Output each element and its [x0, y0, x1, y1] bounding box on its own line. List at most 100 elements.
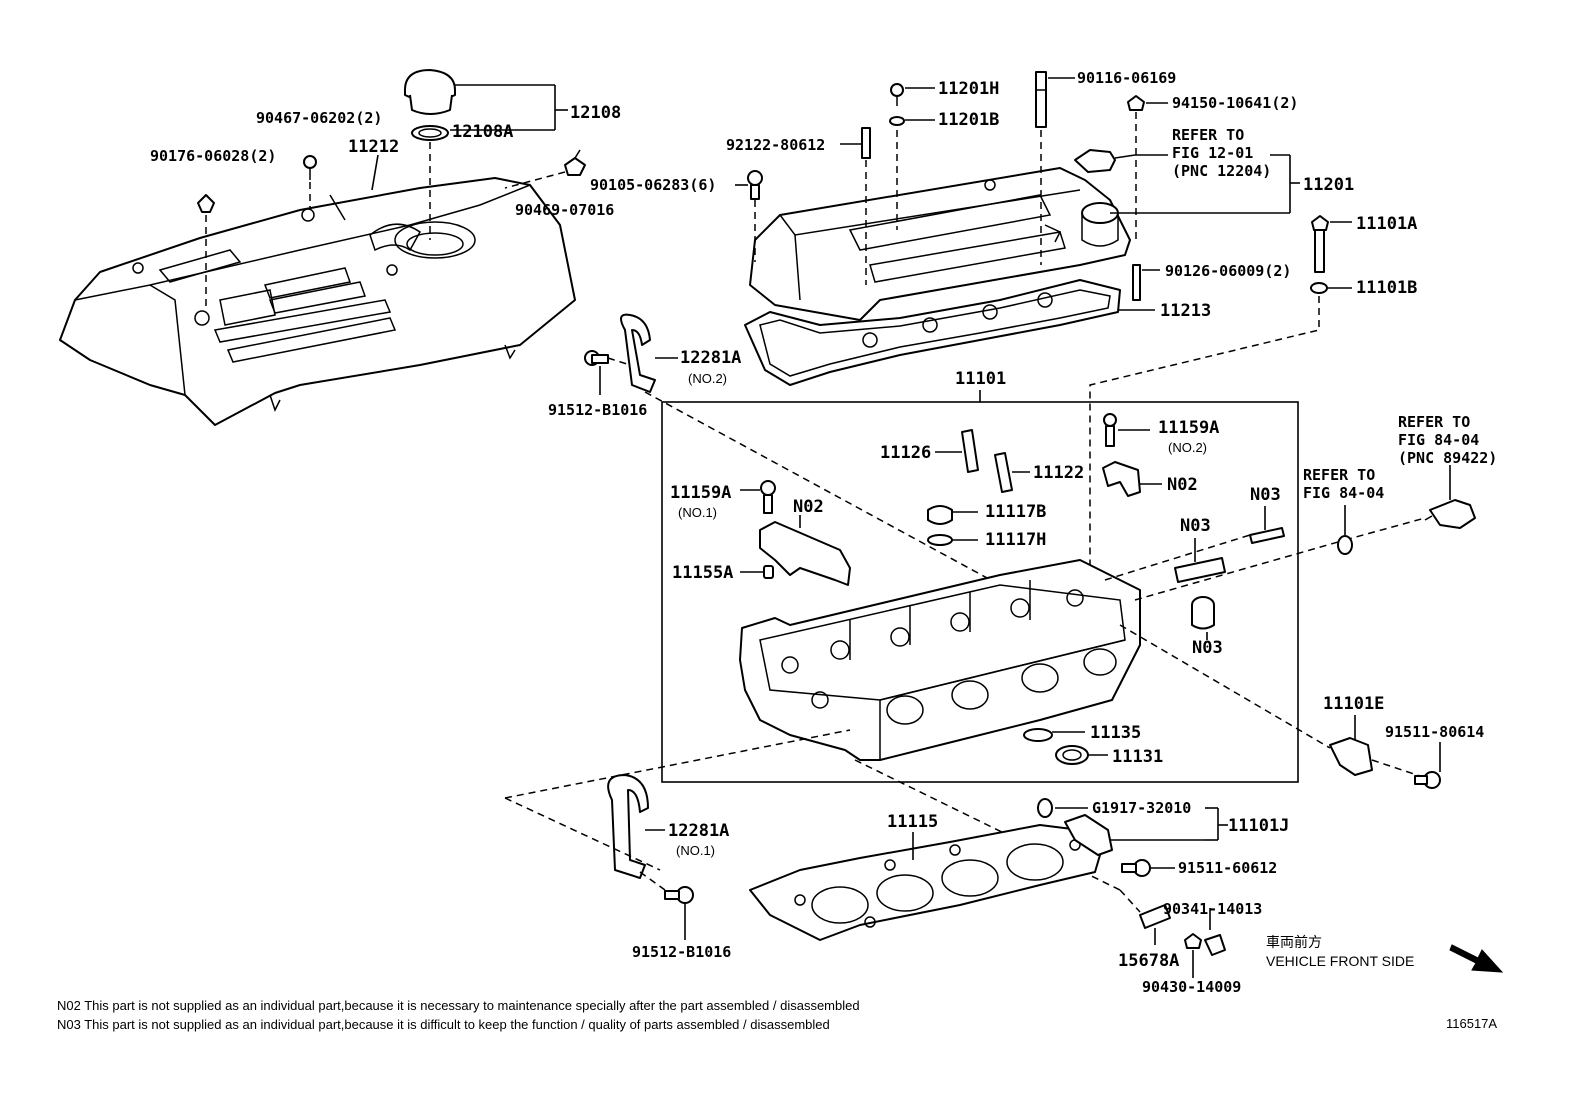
seal-11131[interactable]	[1055, 745, 1089, 765]
label-11159a-no2: 11159A	[1158, 418, 1219, 438]
figure-id: 116517A	[1446, 1016, 1498, 1031]
label-11117h: 11117H	[985, 530, 1046, 550]
label-90176: 90176-06028(2)	[150, 147, 276, 165]
note-n02: N02 This part is not supplied as an indi…	[57, 998, 860, 1013]
engine-hanger-12281a-no1[interactable]	[607, 774, 649, 879]
label-90467: 90467-06202(2)	[256, 109, 382, 127]
nut-90176[interactable]	[197, 194, 215, 213]
label-12108: 12108	[570, 103, 621, 123]
label-11155a: 11155A	[672, 563, 733, 583]
cap-n02-left[interactable]	[759, 521, 851, 586]
o-ring-g1917[interactable]	[1037, 798, 1053, 818]
label-ref84b-line1: REFER TO	[1303, 466, 1375, 484]
label-12281a-no2: 12281A	[680, 348, 741, 368]
label-11135: 11135	[1090, 723, 1141, 743]
bolt-91512-bot[interactable]	[664, 886, 694, 904]
label-12281a-no2-sub: (NO.2)	[688, 371, 727, 386]
stud-90126[interactable]	[1132, 264, 1141, 301]
bolt-11201h[interactable]	[890, 83, 904, 106]
cylinder-head-11101[interactable]	[739, 559, 1141, 761]
label-11117b: 11117B	[985, 502, 1046, 522]
label-11101j: 11101J	[1228, 816, 1289, 836]
sensor-11101e[interactable]	[1329, 737, 1373, 776]
label-11101a: 11101A	[1356, 214, 1417, 234]
label-n03-a: N03	[1250, 485, 1281, 505]
label-11201: 11201	[1303, 175, 1354, 195]
label-vehicle-front-en: VEHICLE FRONT SIDE	[1266, 953, 1414, 969]
vehicle-front-arrow-icon	[1449, 944, 1504, 973]
grommet-11201b[interactable]	[889, 116, 905, 126]
label-12281a-no1: 12281A	[668, 821, 729, 841]
label-n03-b: N03	[1180, 516, 1211, 536]
note-n03: N03 This part is not supplied as an indi…	[57, 1017, 830, 1032]
label-11159a-no1: 11159A	[670, 483, 731, 503]
label-90116: 90116-06169	[1077, 69, 1176, 87]
label-91512-top: 91512-B1016	[548, 401, 647, 419]
bolt-91512-top[interactable]	[584, 350, 609, 366]
washer-fig84-04[interactable]	[1337, 535, 1353, 555]
head-gasket-11115[interactable]	[749, 824, 1101, 941]
label-91511-80614: 91511-80614	[1385, 723, 1484, 741]
bolt-15678a[interactable]	[1139, 904, 1171, 929]
engine-hanger-12281a-no2[interactable]	[620, 313, 656, 393]
label-ref84a-line1: REFER TO	[1398, 413, 1470, 431]
label-11213: 11213	[1160, 301, 1211, 321]
label-11201b: 11201B	[938, 110, 999, 130]
label-11122: 11122	[1033, 463, 1084, 483]
label-11101b: 11101B	[1356, 278, 1417, 298]
label-15678a: 15678A	[1118, 951, 1179, 971]
washer-11101b[interactable]	[1310, 282, 1328, 294]
label-ref84a-line3: (PNC 89422)	[1398, 449, 1497, 467]
stud-90116[interactable]	[1035, 71, 1047, 128]
label-90105: 90105-06283(6)	[590, 176, 716, 194]
label-n02-right: N02	[1167, 475, 1198, 495]
label-ref12-line3: (PNC 12204)	[1172, 162, 1271, 180]
bushing-n03-c[interactable]	[1191, 596, 1215, 630]
engine-cover-11212[interactable]	[59, 177, 576, 426]
label-90126: 90126-06009(2)	[1165, 262, 1291, 280]
bolt-90467[interactable]	[303, 155, 317, 180]
label-ref84a-line2: FIG 84-04	[1398, 431, 1479, 449]
label-11212: 11212	[348, 137, 399, 157]
bolt-11101a[interactable]	[1311, 215, 1329, 273]
guide-11122[interactable]	[994, 452, 1013, 493]
label-ref12-line1: REFER TO	[1172, 126, 1244, 144]
cap-n02-right[interactable]	[1102, 461, 1141, 497]
oil-filler-cap-12108[interactable]	[404, 69, 456, 141]
pcv-valve[interactable]	[1074, 149, 1136, 173]
nut-90430[interactable]	[1184, 933, 1202, 949]
bolt-11159a-no1[interactable]	[760, 480, 776, 514]
label-11101e: 11101E	[1323, 694, 1384, 714]
label-11159a-no2-sub: (NO.2)	[1168, 440, 1207, 455]
seal-11117b[interactable]	[927, 505, 953, 525]
label-11201h: 11201H	[938, 79, 999, 99]
guide-11126[interactable]	[961, 429, 979, 473]
label-92122: 92122-80612	[726, 136, 825, 154]
label-12108a: 12108A	[452, 122, 513, 142]
bolt-91511-60612[interactable]	[1121, 859, 1151, 877]
gasket-11213[interactable]	[744, 279, 1121, 386]
sensor-fig84-04-89422[interactable]	[1424, 499, 1476, 529]
pin-11155a[interactable]	[763, 565, 774, 579]
gasket-11117h[interactable]	[927, 534, 953, 546]
gasket-11135[interactable]	[1023, 728, 1053, 742]
bolt-90105[interactable]	[747, 170, 763, 200]
label-91511-60612: 91511-60612	[1178, 859, 1277, 877]
label-90341: 90341-14013	[1163, 900, 1262, 918]
label-11126: 11126	[880, 443, 931, 463]
clip-90469[interactable]	[564, 149, 586, 176]
label-11115: 11115	[887, 812, 938, 832]
pin-n03-a[interactable]	[1249, 527, 1285, 544]
label-11159a-no1-sub: (NO.1)	[678, 505, 717, 520]
bolt-11159a-no2[interactable]	[1103, 413, 1117, 447]
bolt-91511-80614[interactable]	[1414, 771, 1441, 789]
label-n02-left: N02	[793, 497, 824, 517]
label-11101: 11101	[955, 369, 1006, 389]
stud-92122[interactable]	[861, 127, 871, 159]
sensor-11101j[interactable]	[1064, 814, 1113, 856]
label-n03-c: N03	[1192, 638, 1223, 658]
stud-90341[interactable]	[1204, 934, 1226, 956]
pin-n03-b[interactable]	[1174, 557, 1226, 583]
nut-94150[interactable]	[1127, 95, 1145, 111]
